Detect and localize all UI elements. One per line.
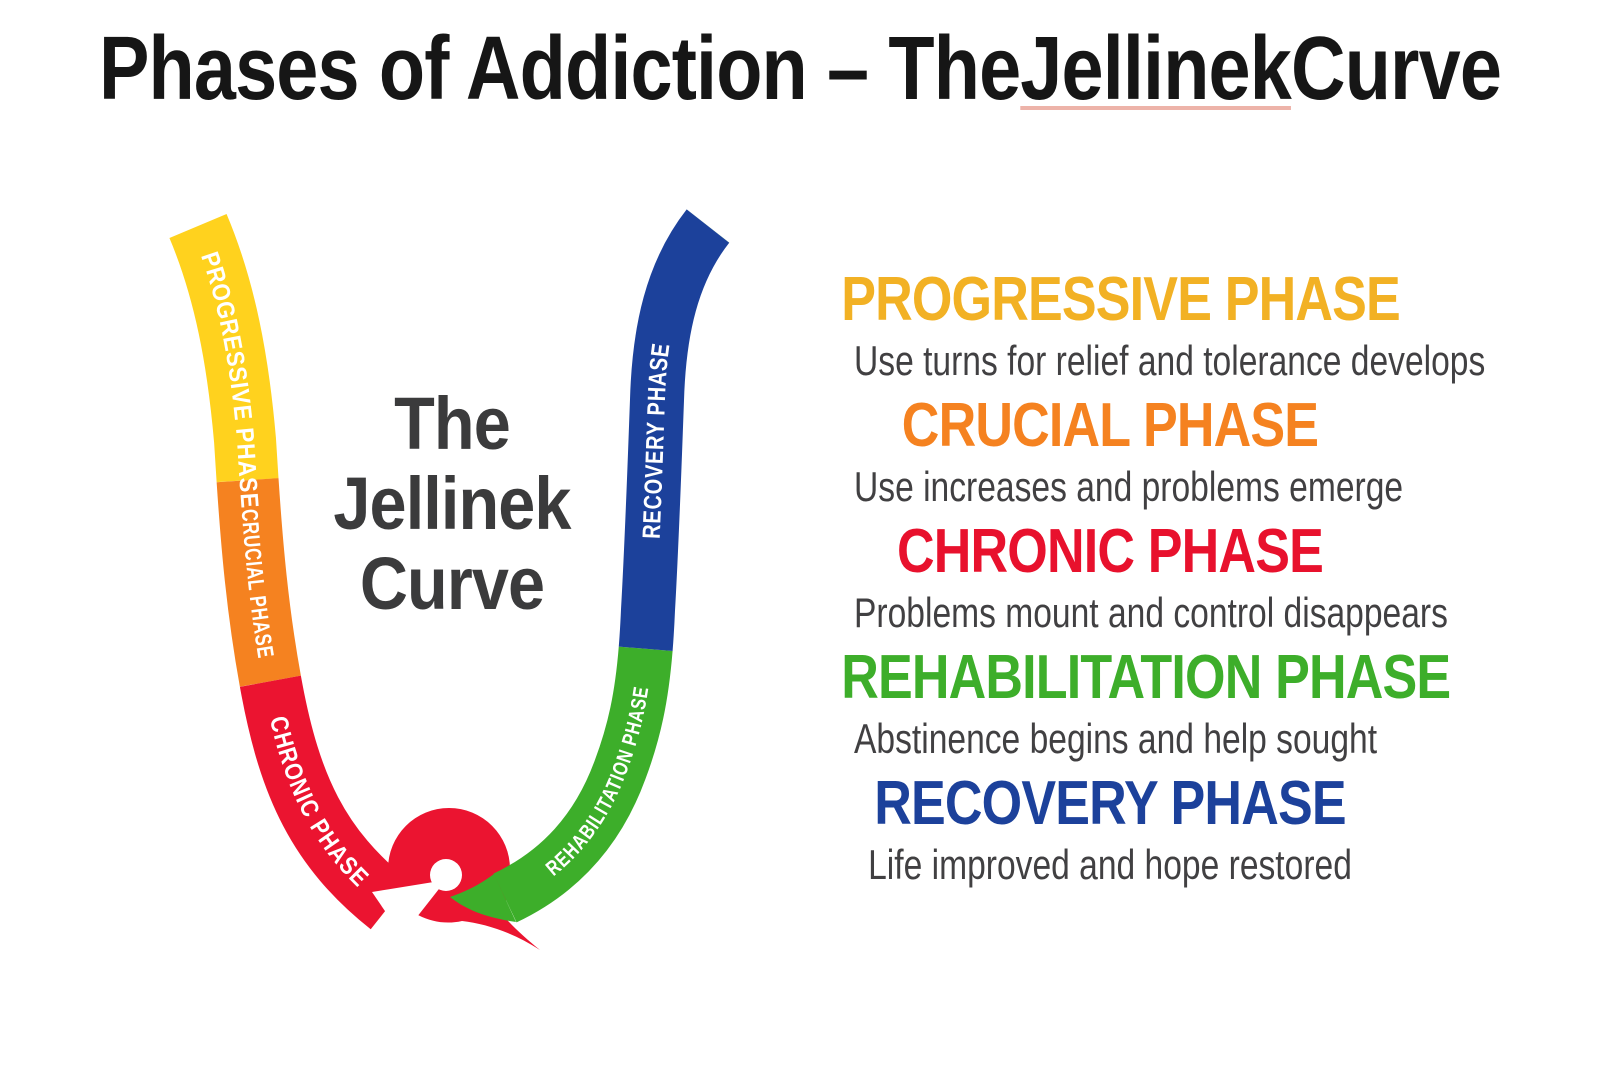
swirl-opening-gap: [372, 880, 446, 936]
phase-desc-rehabilitation: Abstinence begins and help sought: [854, 715, 1378, 762]
phase-desc-recovery: Life improved and hope restored: [868, 841, 1352, 888]
phase-desc-crucial: Use increases and problems emerge: [854, 463, 1404, 510]
green-curl-tip: [450, 874, 516, 922]
center-label-line1: The: [394, 382, 511, 465]
phase-desc-chronic: Problems mount and control disappears: [854, 589, 1448, 636]
phase-desc-progressive: Use turns for relief and tolerance devel…: [854, 337, 1486, 384]
curve-center-label: The Jellinek Curve: [281, 384, 623, 624]
page-title: Phases of Addiction – The Jellinek Curve: [99, 8, 1502, 130]
list-item: PROGRESSIVE PHASE Use turns for relief a…: [790, 265, 1486, 392]
phase-name-chronic: CHRONIC PHASE: [896, 517, 1324, 586]
list-item: CHRONIC PHASE Problems mount and control…: [790, 517, 1448, 644]
phase-name-recovery: RECOVERY PHASE: [874, 769, 1346, 838]
phase-name-progressive: PROGRESSIVE PHASE: [841, 265, 1401, 334]
center-label-line2: Jellinek: [333, 462, 571, 545]
list-item: RECOVERY PHASE Life improved and hope re…: [790, 772, 1430, 896]
title-part1: Phases of Addiction – The: [98, 18, 1021, 119]
list-item: CRUCIAL PHASE Use increases and problems…: [790, 394, 1430, 518]
phase-list: PROGRESSIVE PHASE Use turns for relief a…: [790, 265, 1486, 898]
phase-name-rehabilitation: REHABILITATION PHASE: [841, 643, 1451, 712]
phase-name-crucial: CRUCIAL PHASE: [901, 391, 1319, 460]
title-underlined-word: Jellinek: [1020, 18, 1292, 119]
title-part3: Curve: [1290, 18, 1502, 119]
center-label-line3: Curve: [359, 542, 545, 625]
list-item: REHABILITATION PHASE Abstinence begins a…: [790, 643, 1451, 770]
